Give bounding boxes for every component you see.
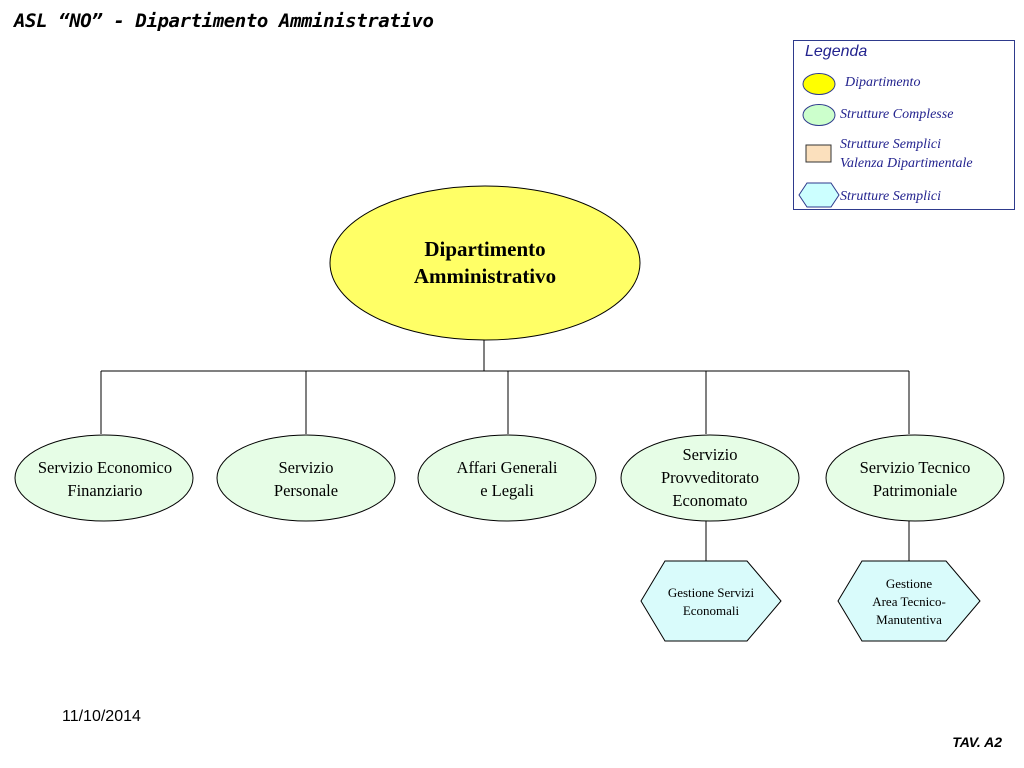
department-label: Dipartimento Amministrativo xyxy=(413,237,557,288)
label-gestione-servizi-economali: Gestione Servizi Economali xyxy=(667,585,755,618)
node-servizio-personale xyxy=(216,434,396,522)
node-gestione-servizi-economali xyxy=(640,560,782,642)
legend-label-complex: Strutture Complesse xyxy=(840,107,954,122)
footer-date: 11/10/2014 xyxy=(62,708,141,725)
legend-dept-valence-swatch xyxy=(805,144,832,163)
legend-department-swatch xyxy=(802,73,836,95)
connectors xyxy=(100,340,910,561)
legend-complex-swatch xyxy=(802,104,836,126)
legend-label-department: Dipartimento xyxy=(845,75,921,90)
label-servizio-tecnico: Servizio Tecnico Patrimoniale xyxy=(859,458,971,500)
legend-label-dept-valence: Strutture Semplici Valenza Dipartimental… xyxy=(840,137,973,171)
legend-label-simple: Strutture Semplici xyxy=(840,189,941,204)
node-servizio-economico-finanziario xyxy=(14,434,194,522)
legend: Legenda Dipartimento Strutture Complesse… xyxy=(793,40,1015,210)
label-servizio-economico-finanziario: Servizio Economico Finanziario xyxy=(37,458,173,500)
department-node xyxy=(329,185,641,341)
legend-simple-swatch xyxy=(798,182,840,208)
node-gestione-area-tecnico xyxy=(837,560,981,642)
legend-title: Legenda xyxy=(805,43,868,60)
page-title: ASL “NO” - Dipartimento Amministrativo xyxy=(14,10,434,32)
label-affari-generali: Affari Generali e Legali xyxy=(456,458,558,500)
label-gestione-area-tecnico: Gestione Area Tecnico- Manutentiva xyxy=(872,576,946,627)
label-provveditorato: Servizio Provveditorato Economato xyxy=(660,444,760,510)
node-affari-generali xyxy=(417,434,597,522)
node-provveditorato xyxy=(620,434,800,522)
label-servizio-personale: Servizio Personale xyxy=(273,458,339,500)
footer-tag: TAV. A2 xyxy=(952,734,1002,750)
node-servizio-tecnico xyxy=(825,434,1005,522)
